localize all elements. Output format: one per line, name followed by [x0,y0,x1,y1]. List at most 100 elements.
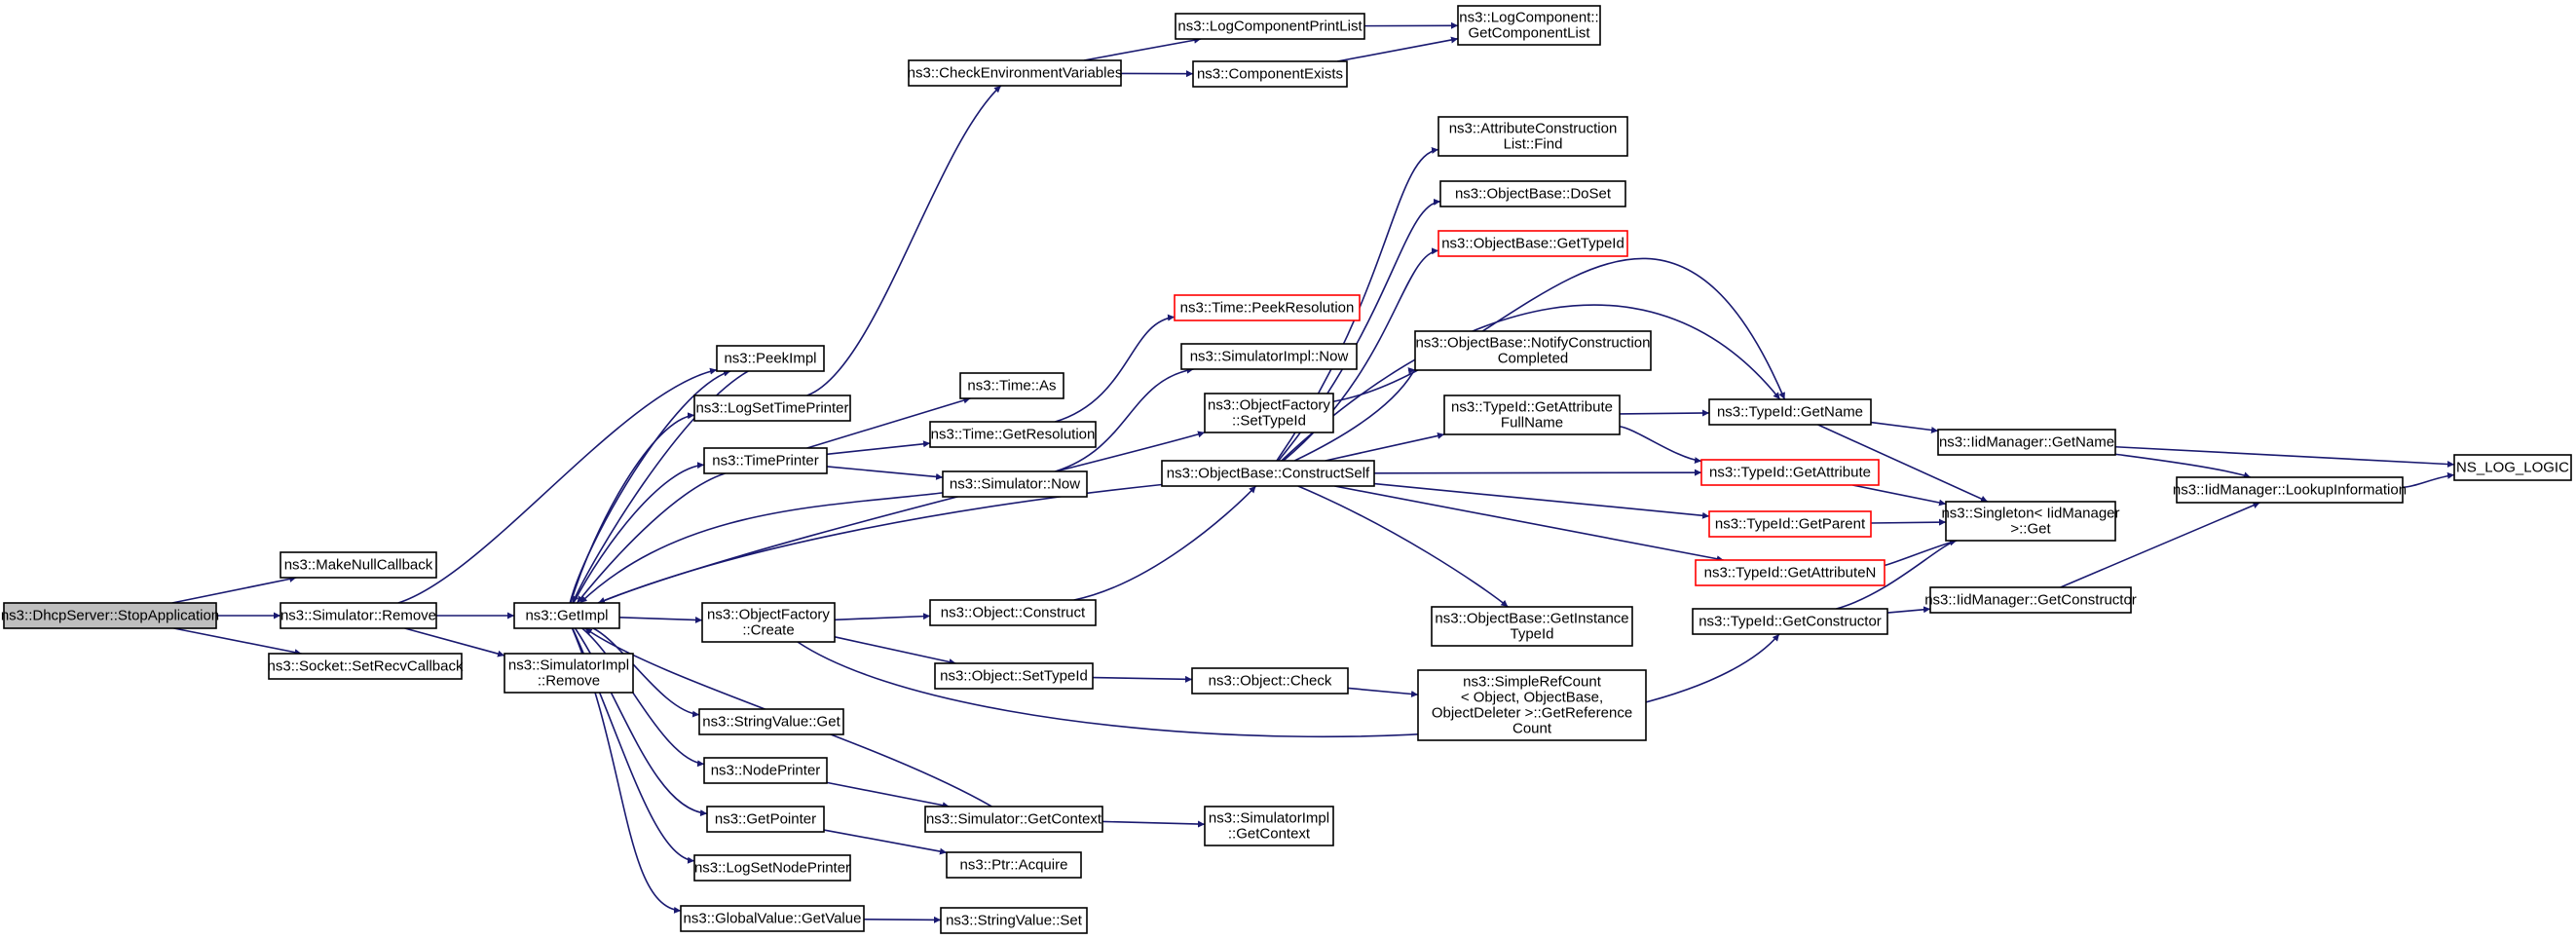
node-getimpl[interactable]: ns3::GetImpl [513,602,620,629]
node-box [3,602,217,629]
node-box [504,653,634,694]
edge-tidgetattrn-to-singletonget [1884,539,1958,567]
node-label: ns3::GetPointer [715,811,816,828]
node-simplerefcount[interactable]: ns3::SimpleRefCount< Object, ObjectBase,… [1417,669,1647,741]
node-tidgetattrn[interactable]: ns3::TypeId::GetAttributeN [1695,559,1885,586]
node-label: ::Create [742,622,794,639]
node-timeprinter[interactable]: ns3::TimePrinter [703,447,828,474]
node-tidgetctor[interactable]: ns3::TypeId::GetConstructor [1692,608,1888,635]
node-label: ns3::GetImpl [525,608,608,624]
node-label: List::Find [1504,136,1563,153]
node-obgettypeid[interactable]: ns3::ObjectBase::GetTypeId [1437,230,1628,257]
node-checkenv[interactable]: ns3::CheckEnvironmentVariables [908,59,1123,87]
edge-simnow-to-getimpl [579,492,944,604]
node-logcomplist[interactable]: ns3::LogComponent::GetComponentList [1457,5,1601,46]
node-label: ns3::MakeNullCallback [284,557,433,574]
edge-getimpl-to-logsettime [570,412,695,604]
node-box [1695,559,1885,586]
node-nodeprinter[interactable]: ns3::NodePrinter [703,757,828,784]
node-box [946,851,1082,879]
edge-timegetres-to-peekres [1055,314,1176,423]
node-label: FullName [1501,415,1563,432]
edge-simgetctx-to-simimplgetctx [1101,820,1206,828]
node-label: ns3::Socket::SetRecvCallback [268,658,464,675]
node-timegetres[interactable]: ns3::Time::GetResolution [929,421,1097,448]
node-label: ns3::LogSetTimePrinter [695,400,848,417]
node-globalget[interactable]: ns3::GlobalValue::GetValue [680,905,865,932]
node-box [1700,459,1880,486]
node-singletonget[interactable]: ns3::Singleton< IidManager>::Get [1941,501,2120,542]
node-box [716,345,825,372]
node-box [908,59,1122,87]
node-box [1708,510,1872,538]
node-stopapp[interactable]: ns3::DhcpServer::StopApplication [1,602,219,629]
node-label: ns3::Time::PeekResolution [1180,300,1355,317]
node-box [1439,180,1626,207]
edge-objfactcreate-to-objconstruct [834,613,931,621]
node-simimplgetctx[interactable]: ns3::SimulatorImpl::GetContext [1204,806,1334,846]
node-lookupinfo[interactable]: ns3::IidManager::LookupInformation [2173,476,2407,504]
edge-timeprinter-to-simnow [826,466,944,480]
node-objconstruct[interactable]: ns3::Object::Construct [929,599,1097,626]
node-timeas[interactable]: ns3::Time::As [959,372,1064,399]
edge-logsettime-to-checkenv [806,85,1002,396]
node-label: ns3::ObjectBase::DoSet [1455,186,1612,203]
node-nslog[interactable]: NS_LOG_LOGIC [2453,454,2572,481]
node-makenull[interactable]: ns3::MakeNullCallback [280,551,437,579]
node-ptracquire[interactable]: ns3::Ptr::Acquire [946,851,1082,879]
node-iidgetctor[interactable]: ns3::IidManager::GetConstructor [1924,586,2137,614]
node-compexists[interactable]: ns3::ComponentExists [1192,60,1348,88]
node-box [1174,294,1361,321]
node-label: ::SetTypeId [1232,413,1306,430]
node-stringset[interactable]: ns3::StringValue::Set [940,907,1088,934]
node-simremove[interactable]: ns3::Simulator::Remove [280,602,437,629]
node-tidgetparent[interactable]: ns3::TypeId::GetParent [1708,510,1872,538]
node-label: GetComponentList [1468,25,1590,42]
edge-getimpl-to-stringget [592,627,700,718]
node-box [1191,667,1349,695]
edge-objsettypeid-to-objcheck [1092,675,1193,683]
node-objcheck[interactable]: ns3::Object::Check [1191,667,1349,695]
node-label: ns3::ComponentExists [1197,66,1343,83]
node-box [680,905,865,932]
node-simimplnow[interactable]: ns3::SimulatorImpl::Now [1180,343,1358,370]
node-stringget[interactable]: ns3::StringValue::Get [698,708,844,735]
edge-objfactsettid-to-tidgetname [1332,257,1786,403]
node-tidgetname[interactable]: ns3::TypeId::GetName [1708,398,1872,426]
node-simgetctx[interactable]: ns3::Simulator::GetContext [924,806,1103,833]
edge-getimpl-to-timeprinter [573,462,705,604]
node-peekimpl[interactable]: ns3::PeekImpl [716,345,825,372]
node-objfactsettid[interactable]: ns3::ObjectFactory::SetTypeId [1204,393,1334,433]
node-notifyconst[interactable]: ns3::ObjectBase::NotifyConstructionCompl… [1414,330,1652,371]
node-doset[interactable]: ns3::ObjectBase::DoSet [1439,180,1626,207]
node-box [924,806,1103,833]
node-logsetnode[interactable]: ns3::LogSetNodePrinter [693,854,851,882]
node-label: ns3::Simulator::GetContext [926,811,1102,828]
node-box [1414,330,1652,371]
node-iidgetname[interactable]: ns3::IidManager::GetName [1937,429,2116,456]
node-tidgetattr[interactable]: ns3::TypeId::GetAttribute [1700,459,1880,486]
node-simimplremove[interactable]: ns3::SimulatorImpl::Remove [504,653,634,694]
edge-constructself-to-notifyconst [1293,367,1416,462]
node-objsettypeid[interactable]: ns3::Object::SetTypeId [934,662,1094,690]
node-objfactcreate[interactable]: ns3::ObjectFactory::Create [701,602,836,643]
node-label: ns3::LogSetNodePrinter [694,860,850,877]
node-logsettime[interactable]: ns3::LogSetTimePrinter [693,394,851,422]
node-box [701,602,836,643]
node-logprintlist[interactable]: ns3::LogComponentPrintList [1175,13,1365,40]
edge-simremove-to-simimplremove [404,627,505,657]
node-box [693,854,851,882]
edge-timeprinter-to-timeas [806,396,971,449]
node-constructself[interactable]: ns3::ObjectBase::ConstructSelf [1161,460,1375,487]
node-label: ns3::TypeId::GetAttribute [1709,465,1871,481]
edge-getattrfull-to-tidgetattr [1619,425,1702,465]
node-setrecv[interactable]: ns3::Socket::SetRecvCallback [268,653,464,680]
node-peekres[interactable]: ns3::Time::PeekResolution [1174,294,1361,321]
node-getpointer[interactable]: ns3::GetPointer [706,806,825,833]
node-simnow[interactable]: ns3::Simulator::Now [942,470,1088,498]
edge-iidgetname-to-lookupinfo [2114,453,2252,479]
